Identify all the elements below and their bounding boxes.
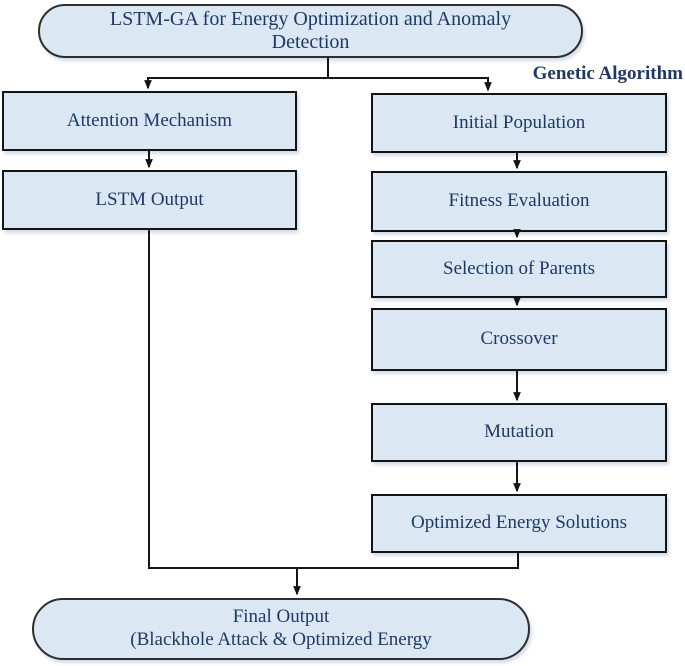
- title-text: LSTM-GA for Energy Optimization and Anom…: [109, 8, 512, 53]
- genetic-algorithm-label: Genetic Algorithm: [532, 63, 683, 84]
- node-label: Attention Mechanism: [66, 109, 233, 131]
- node-optimized-energy-solutions: Optimized Energy Solutions: [371, 494, 667, 553]
- node-label: Selection of Parents: [443, 257, 595, 279]
- final-output-line2: (Blackhole Attack & Optimized Energy: [130, 629, 432, 650]
- node-label: Initial Population: [452, 111, 586, 133]
- node-label: Fitness Evaluation: [448, 190, 590, 212]
- node-label: Optimized Energy Solutions: [410, 512, 628, 534]
- node-mutation: Mutation: [371, 403, 667, 462]
- node-initial-population: Initial Population: [371, 93, 667, 153]
- final-output-line1: Final Output: [232, 606, 330, 628]
- node-lstm-output: LSTM Output: [2, 170, 297, 230]
- node-title-stadium: LSTM-GA for Energy Optimization and Anom…: [38, 4, 583, 58]
- node-selection-of-parents: Selection of Parents: [371, 240, 667, 298]
- node-final-output-stadium: Final Output (Blackhole Attack & Optimiz…: [32, 598, 530, 660]
- node-label: Crossover: [480, 328, 558, 350]
- node-label: Mutation: [484, 421, 554, 443]
- node-attention-mechanism: Attention Mechanism: [2, 91, 297, 151]
- node-fitness-evaluation: Fitness Evaluation: [371, 171, 667, 232]
- node-crossover: Crossover: [371, 308, 667, 371]
- node-label: LSTM Output: [95, 188, 204, 210]
